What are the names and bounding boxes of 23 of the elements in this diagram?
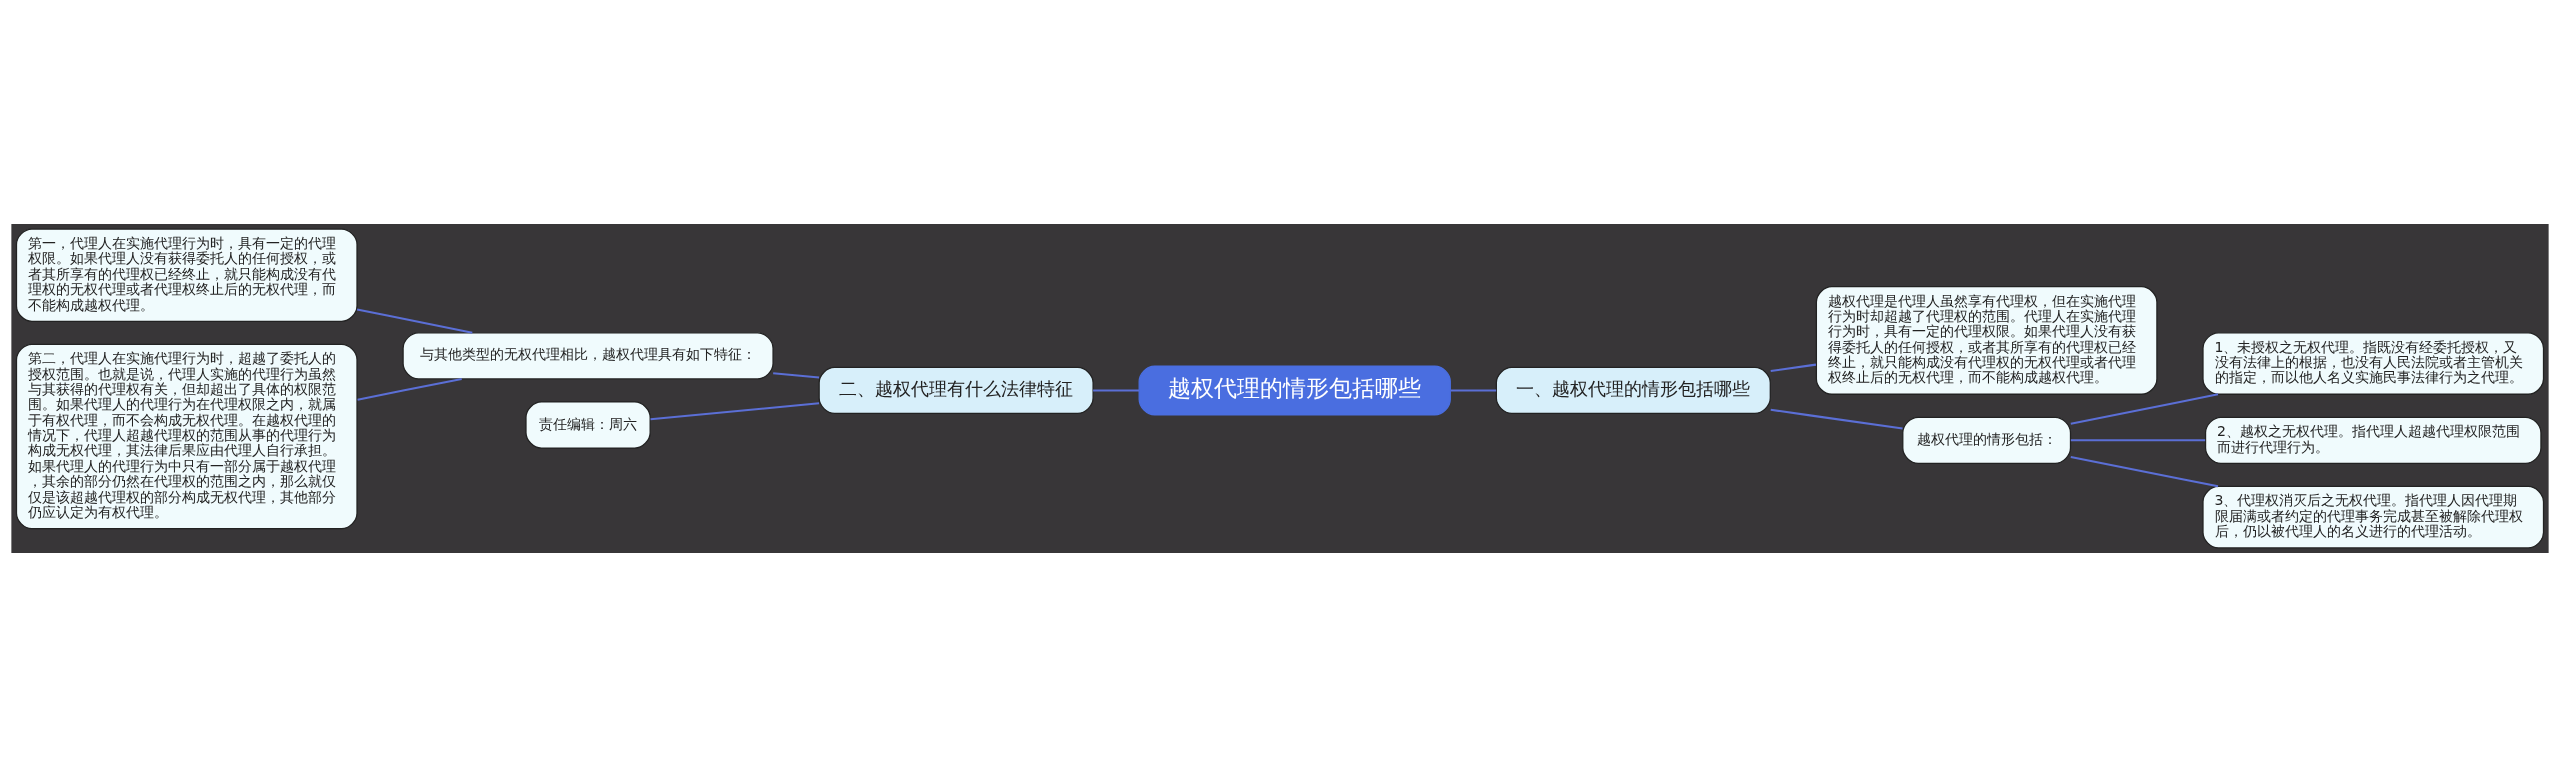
connector (1770, 408, 1903, 430)
connector (773, 371, 820, 379)
node-box: 与其他类型的无权代理相比，越权代理具有如下特征： (402, 331, 774, 380)
connector (1093, 388, 1140, 391)
node-box: 越权代理的情形包括： (1902, 416, 2072, 464)
node-box: 2、越权之无权代理。指代理人超越代理权限范围而进行代理行为。 (2204, 416, 2542, 464)
node-box: 一、越权代理的情形包括哪些 (1495, 366, 1771, 414)
node-box: 越权代理的情形包括哪些 (1138, 364, 1451, 415)
node-box: 越权代理是代理人虽然享有代理权，但在实施代理行为时却超越了代理权的范围。代理人在实施代理行为时，具有一定的代理权限。如果代理人没有获得委托人的任何授权，或者其所享有的代理权已经终止，就只能构成没有代理权的无权代理或者代理权终止后的无权代理，而不能构成越权代理。 (1815, 285, 2158, 395)
connector (650, 401, 820, 420)
node-box: 第二，代理人在实施代理行为时，超越了委托人的授权范围。也就是说，代理人实施的代理行为虽然与其获得的代理权有关，但却超出了具体的权限范围。如果代理人的代理行为在代理权限之内，就属于有权代理，而不会构成无权代理。在越权代理的情况下，代理人超越代理权的范围从事的代理行为构成无权代理，其法律后果应由代理人自行承担。如果代理人的代理行为中只有一部分属于越权代理，其余的部分仍然在代理权的范围之内，那么就仅仅是该超越代理权的部分构成无权代理，其他部分仍应认定为有权代理。 (15, 343, 358, 529)
connector (2070, 438, 2206, 441)
node-box: 二、越权代理有什么法律特征 (818, 366, 1094, 414)
connector (357, 377, 462, 401)
connector (2070, 392, 2219, 425)
node-box: 3、代理权消灭后之无权代理。指代理人因代理期限届满或者约定的代理事务完成甚至被解除代理权后，仍以被代理人的名义进行的代理活动。 (2202, 485, 2545, 548)
node-box: 1、未授权之无权代理。指既没有经委托授权，又没有法律上的根据，也没有人民法院或者主管机关的指定，而以他人名义实施民事法律行为之代理。 (2202, 331, 2545, 395)
node-box: 责任编辑：周六 (525, 400, 651, 449)
connector (1450, 388, 1497, 391)
node-box: 第一，代理人在实施代理行为时，具有一定的代理权限。如果代理人没有获得委托人的任何授权，或者其所享有的代理权已经终止，就只能构成没有代理权的无权代理或者代理权终止后的无权代理，而不能构成越权代理。 (15, 228, 358, 322)
connector (1770, 363, 1817, 372)
connector (356, 307, 473, 334)
connector (2070, 455, 2219, 487)
